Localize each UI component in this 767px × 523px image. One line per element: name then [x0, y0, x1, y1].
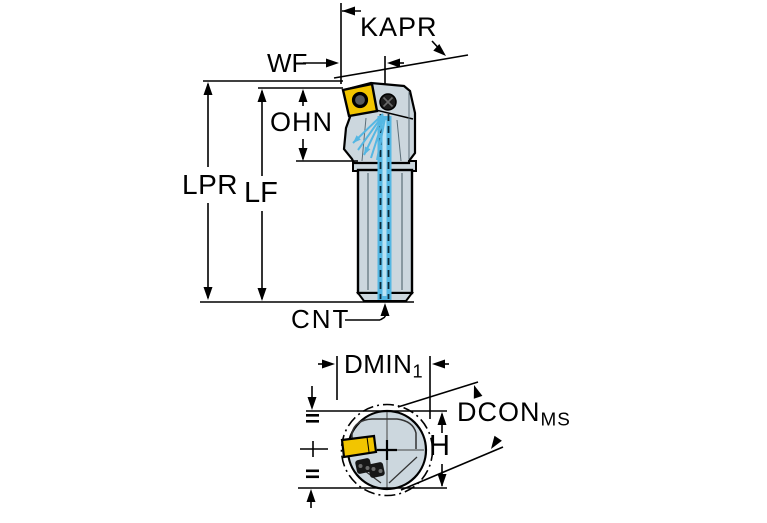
insert-hole [351, 91, 369, 109]
insert-end-edge [366, 436, 370, 453]
label-dmin-text: DMIN [344, 349, 413, 379]
label-dcon: DCONMS [457, 399, 571, 431]
lpr-arrow-down [203, 287, 213, 300]
h-arrow-down [437, 474, 447, 487]
label-cnt: CNT [291, 304, 351, 334]
label-lpr: LPR [182, 169, 238, 200]
lf-arrow-down [257, 288, 267, 301]
end-view-head-profile [351, 418, 417, 449]
clamp-edge-line [375, 109, 414, 120]
label-dmin: DMIN1 [344, 351, 423, 381]
side-view [341, 81, 417, 302]
dmin-arrow-left [432, 359, 445, 369]
equality-marks [306, 414, 319, 479]
end-view-arrowheads [306, 359, 502, 502]
symmetry-arrow-down [307, 397, 317, 410]
dcon-arrow-lower [491, 435, 502, 449]
side-view-dimensions [200, 3, 469, 321]
end-view-screws [355, 458, 385, 478]
symmetry-arrow-up [306, 489, 316, 502]
equals-mark [306, 469, 319, 473]
coolant-arrowhead [364, 146, 371, 155]
insert-end-view [340, 434, 378, 459]
cnt-leader-elbow [379, 316, 386, 321]
ohn-arrow-up [298, 89, 308, 102]
coolant-arrowhead [353, 135, 361, 143]
label-ohn: OHN [270, 107, 333, 137]
label-dcon-subscript: MS [540, 409, 571, 431]
kapr-top-arrow [342, 6, 355, 16]
equals-mark [306, 420, 319, 423]
label-dmin-subscript: 1 [412, 361, 424, 382]
label-dcon-text: DCON [457, 397, 541, 427]
head-pocket-line [361, 117, 367, 162]
dmin-arrow-right [322, 359, 335, 369]
clamp-screw [379, 93, 397, 111]
end-view-pocket-line [388, 456, 418, 484]
head-pocket-line [396, 119, 402, 162]
label-lf: LF [244, 177, 278, 209]
label-kapr: KAPR [360, 12, 438, 42]
lpr-arrow-up [203, 82, 213, 95]
dcon-arrow-upper [473, 385, 483, 399]
equals-mark [306, 414, 319, 417]
end-view [340, 403, 434, 497]
dmin-centerline-circle [340, 403, 434, 497]
wf-arrow-left [387, 58, 400, 68]
kapr-angle-line [333, 54, 469, 79]
dcon-tangent-line [400, 446, 504, 491]
dcon-tangent-line [397, 381, 479, 408]
kapr-leader-arrow [433, 44, 446, 56]
label-h: H [429, 430, 450, 462]
coolant-band-core [382, 120, 387, 296]
label-wf: WF [267, 48, 308, 78]
equals-mark [306, 475, 319, 479]
h-arrow-up [437, 412, 447, 425]
cnt-arrow-up [380, 303, 390, 316]
insert-side-view [341, 82, 379, 118]
side-view-arrowheads [203, 6, 446, 316]
wf-arrow-right [326, 58, 339, 68]
ohn-arrow-down [298, 148, 308, 161]
lf-arrow-up [257, 89, 267, 102]
end-view-dimensions [298, 356, 504, 508]
